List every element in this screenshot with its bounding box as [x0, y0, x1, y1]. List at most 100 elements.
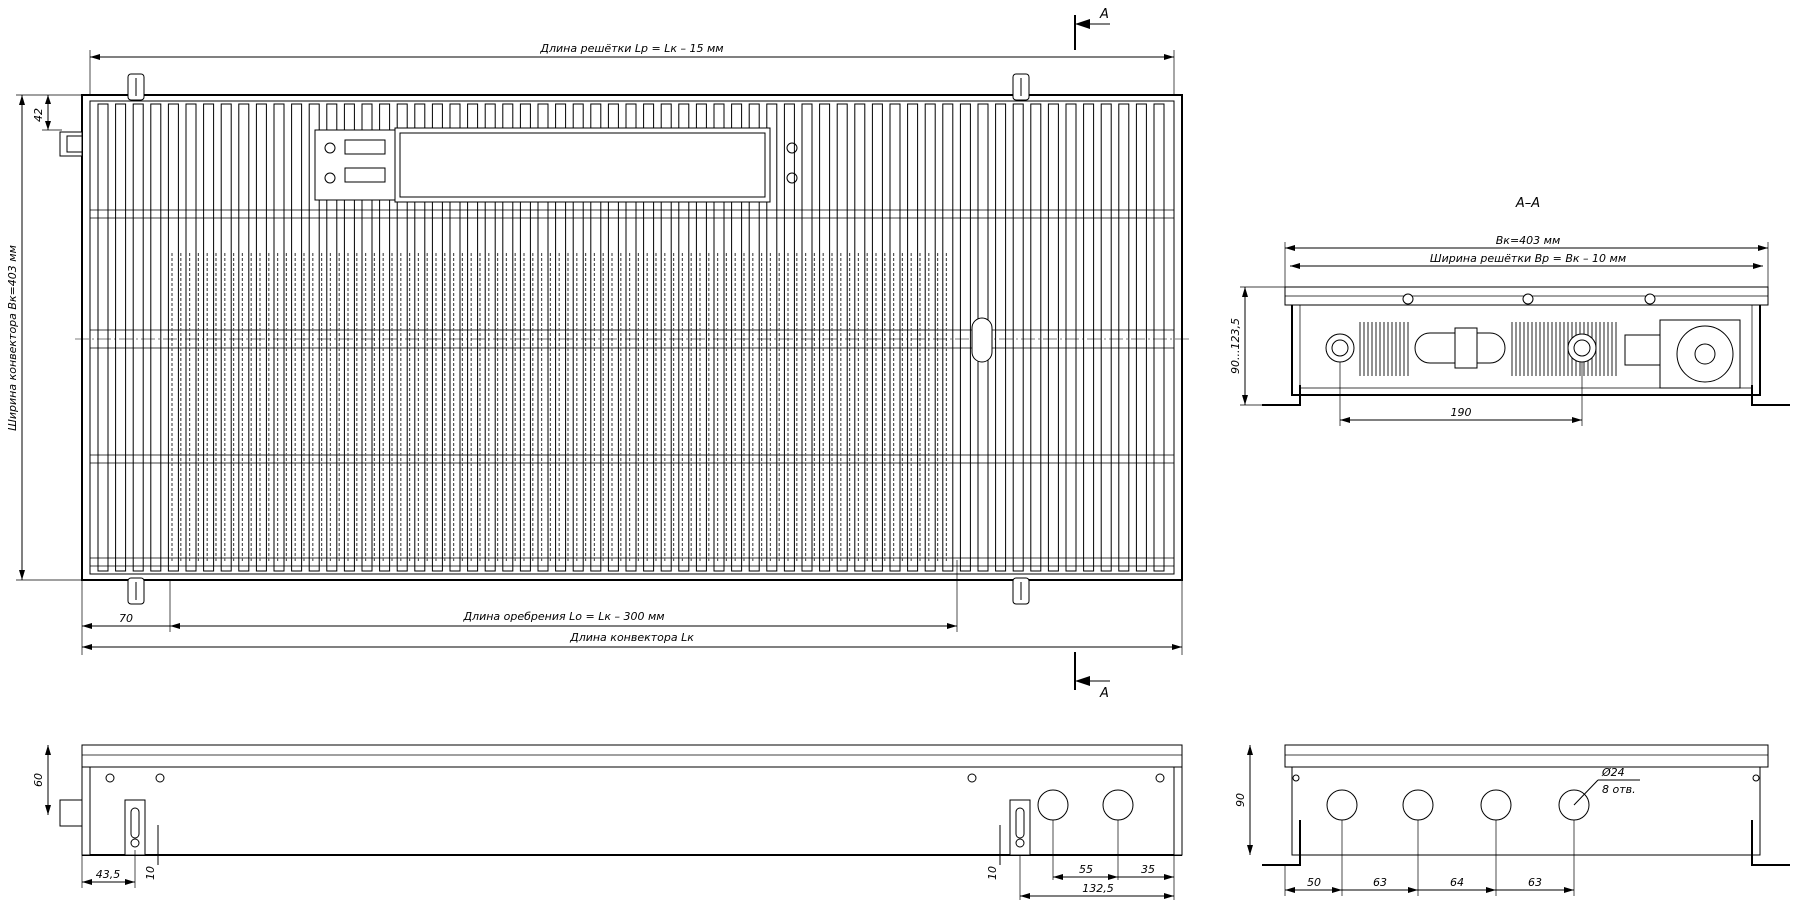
front-inlet-fitting [59, 799, 83, 827]
plan-view: А А Длина решётки Lр = Lк – 15 мм Длина … [6, 7, 1190, 701]
section-fins [1359, 322, 1617, 376]
grille-bar [572, 103, 584, 572]
grille-bar [1012, 103, 1024, 572]
grille-bar [942, 103, 954, 572]
grille-bar [238, 103, 250, 572]
grille-bar [449, 103, 461, 572]
dim-70: 70 [81, 580, 170, 655]
grille-bar [203, 103, 215, 572]
dim-bk: Вк=403 мм [1284, 234, 1769, 287]
grille-inner-frame [89, 100, 1175, 575]
grille-length-label: Длина решётки Lр = Lк – 15 мм [539, 42, 723, 55]
dim-10-left: 10 [144, 825, 159, 880]
dim-190: 190 [1339, 362, 1583, 426]
grille-bar [537, 103, 549, 572]
grille-bar [555, 103, 567, 572]
heat-exchanger-fins [171, 253, 948, 563]
section-title: А–А [1515, 196, 1540, 211]
grille-bar [502, 103, 514, 572]
section-fan [1676, 325, 1734, 383]
grille-bar [115, 103, 127, 572]
dim-42-label: 42 [32, 108, 45, 122]
section-a-a-view: А–А Вк=403 мм [1229, 196, 1790, 426]
grille-bar [132, 103, 144, 572]
hole-diameter-label: Ø24 [1601, 766, 1625, 779]
dim-grille-length: Длина решётки Lр = Lк – 15 мм [89, 42, 1175, 95]
front-hole-1 [1037, 789, 1069, 821]
side-housing [1291, 766, 1761, 856]
dim-90-label: 90 [1234, 793, 1247, 807]
grille-bar [396, 103, 408, 572]
dim-convector-length: Длина конвектора Lк [82, 580, 1183, 655]
convector-length-label: Длина конвектора Lк [569, 631, 694, 644]
dim-64-label: 64 [1450, 876, 1464, 889]
grille-bar [907, 103, 919, 572]
dim-10-right-label: 10 [986, 866, 999, 880]
grille-bar [924, 103, 936, 572]
section-mark-bottom: А [1074, 652, 1110, 701]
grille-bar [361, 103, 373, 572]
grille-bars [97, 103, 1165, 572]
section-housing [1291, 305, 1761, 396]
grille-cross-ribs [90, 209, 1174, 567]
grille-bar [414, 103, 426, 572]
dim-35-label: 35 [1141, 863, 1155, 876]
front-bracket-right [1009, 799, 1031, 856]
valve-block [314, 127, 798, 203]
grille-bar [308, 103, 320, 572]
grille-bar [643, 103, 655, 572]
section-foot-left [1262, 385, 1301, 406]
section-pipe-left [1325, 333, 1355, 363]
dim-chain-holes: 50 63 64 63 [1284, 820, 1575, 896]
grille-bar [1100, 103, 1112, 572]
grille-bar [484, 103, 496, 572]
side-hole-3 [1480, 789, 1512, 821]
grille-bar [326, 103, 338, 572]
side-hole-2 [1402, 789, 1434, 821]
mounting-bracket-bottom-left [127, 577, 145, 605]
dim-height-range: 90...123,5 [1229, 286, 1285, 406]
dim-70-label: 70 [119, 612, 133, 625]
inlet-fitting [59, 131, 83, 157]
grille-bar [871, 103, 883, 572]
mounting-bracket-top-left [127, 73, 145, 101]
grille-bar [519, 103, 531, 572]
grille-bar [220, 103, 232, 572]
side-grille [1284, 744, 1769, 768]
grille-bar [854, 103, 866, 572]
grille-bar [167, 103, 179, 572]
grille-bar [783, 103, 795, 572]
mounting-bracket-top-right [1012, 73, 1030, 101]
bk-label: Вк=403 мм [1496, 234, 1561, 247]
dim-55-35: 55 35 [1052, 820, 1175, 900]
side-hole-1 [1326, 789, 1358, 821]
convector-width-label: Ширина конвектора Вк=403 мм [6, 245, 19, 431]
dim-43-5: 43,5 [81, 850, 136, 888]
mounting-bracket-bottom-right [1012, 577, 1030, 605]
dim-132-5-label: 132,5 [1082, 882, 1114, 895]
grille-bar [255, 103, 267, 572]
grille-bar [1118, 103, 1130, 572]
grille-bar [678, 103, 690, 572]
grille-bar [1083, 103, 1095, 572]
dim-50-label: 50 [1307, 876, 1321, 889]
grille-bar [713, 103, 725, 572]
grille-bar [150, 103, 162, 572]
grille-bar [995, 103, 1007, 572]
grille-bar [273, 103, 285, 572]
grille-frame [81, 94, 1183, 581]
grille-bar [801, 103, 813, 572]
dim-10-right: 10 [986, 825, 1001, 880]
side-view: Ø24 8 отв. 90 50 63 64 63 [1234, 744, 1790, 896]
grille-bar [889, 103, 901, 572]
dim-132-5: 132,5 [1019, 855, 1174, 900]
grille-bar [607, 103, 619, 572]
fin-length-label: Длина оребрения Lо = Lк – 300 мм [462, 610, 664, 623]
dim-63a-label: 63 [1373, 876, 1387, 889]
grille-bar [1135, 103, 1147, 572]
front-bracket-left [124, 799, 146, 856]
grille-bar [660, 103, 672, 572]
section-mark-top: А [1074, 7, 1110, 50]
grille-bar [695, 103, 707, 572]
